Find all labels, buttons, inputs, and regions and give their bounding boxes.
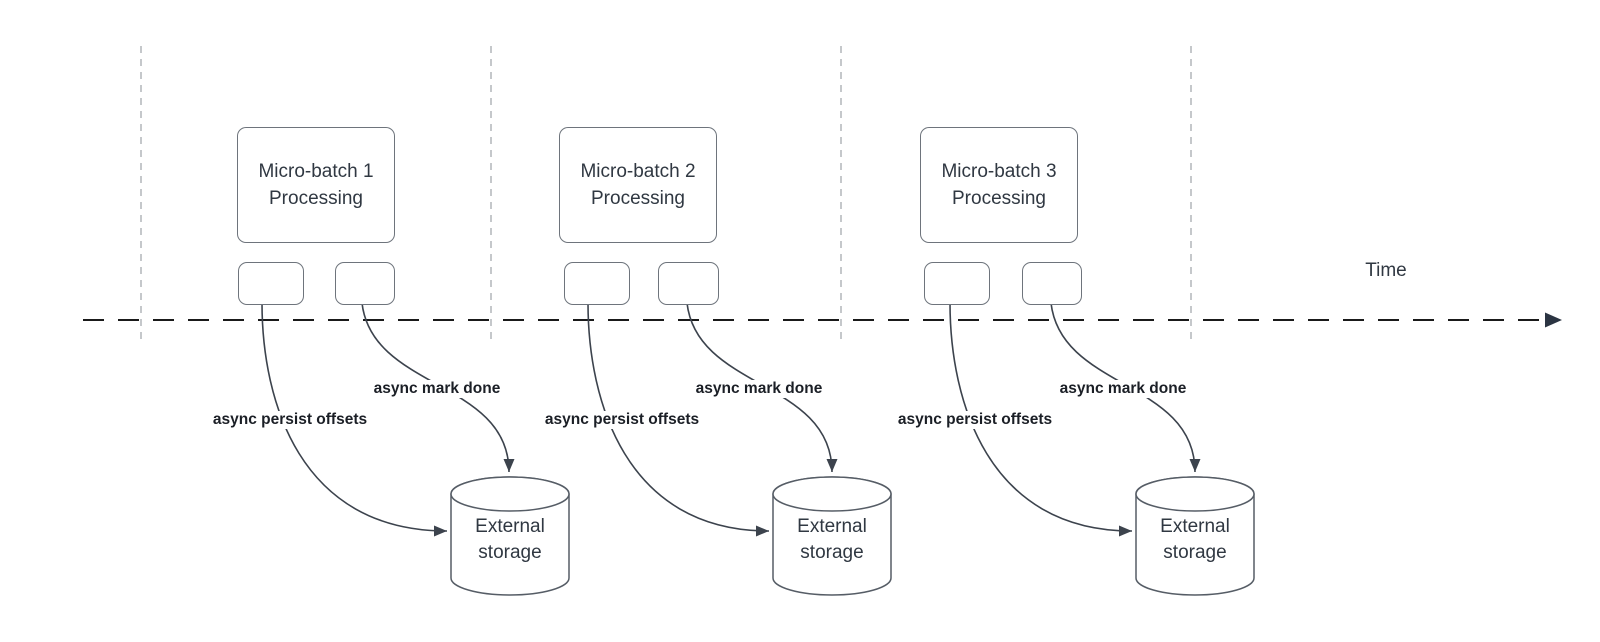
async-op-box-2-left <box>564 262 630 305</box>
time-axis-arrowhead-icon <box>1545 312 1562 328</box>
persist-offsets-label-1: async persist offsets <box>209 411 371 429</box>
external-storage-label-1-line2: storage <box>478 542 542 563</box>
async-op-box-1-right <box>335 262 395 305</box>
persist-offsets-arrow-1 <box>261 302 448 537</box>
mark-done-label-3: async mark done <box>1056 380 1190 398</box>
external-storage-cylinder-2 <box>772 476 892 596</box>
async-op-box-1-left <box>238 262 304 305</box>
time-axis-label: Time <box>1365 260 1407 281</box>
async-op-box-3-left <box>924 262 990 305</box>
external-storage-label-1-line1: External <box>475 516 545 537</box>
external-storage-label-3-line1: External <box>1160 516 1230 537</box>
micro-batch-1-title-line1: Micro-batch 1 <box>258 161 374 182</box>
async-op-box-2-right <box>658 262 719 305</box>
micro-batch-1-box: Micro-batch 1 Processing <box>237 127 395 243</box>
mark-done-label-1: async mark done <box>370 380 504 398</box>
persist-offsets-label-2: async persist offsets <box>541 411 703 429</box>
external-storage-label-2-line1: External <box>797 516 867 537</box>
external-storage-label-1: External storage <box>475 514 545 566</box>
external-storage-label-2: External storage <box>797 514 867 566</box>
mark-done-label-2: async mark done <box>692 380 826 398</box>
micro-batch-2-title-line2: Processing <box>591 188 685 209</box>
persist-offsets-arrow-3 <box>949 302 1133 537</box>
micro-batch-1-title-line2: Processing <box>269 188 363 209</box>
micro-batch-2-box: Micro-batch 2 Processing <box>559 127 717 243</box>
external-storage-label-2-line2: storage <box>800 542 864 563</box>
micro-batch-3-title-line2: Processing <box>952 188 1046 209</box>
persist-offsets-label-3: async persist offsets <box>894 411 1056 429</box>
async-op-box-3-right <box>1022 262 1082 305</box>
external-storage-cylinder-1 <box>450 476 570 596</box>
external-storage-label-3-line2: storage <box>1163 542 1227 563</box>
external-storage-label-3: External storage <box>1160 514 1230 566</box>
micro-batch-3-title-line1: Micro-batch 3 <box>941 161 1057 182</box>
external-storage-cylinder-3 <box>1135 476 1255 596</box>
persist-offsets-arrow-2 <box>587 302 770 537</box>
micro-batch-3-box: Micro-batch 3 Processing <box>920 127 1078 243</box>
micro-batch-2-title-line1: Micro-batch 2 <box>580 161 696 182</box>
